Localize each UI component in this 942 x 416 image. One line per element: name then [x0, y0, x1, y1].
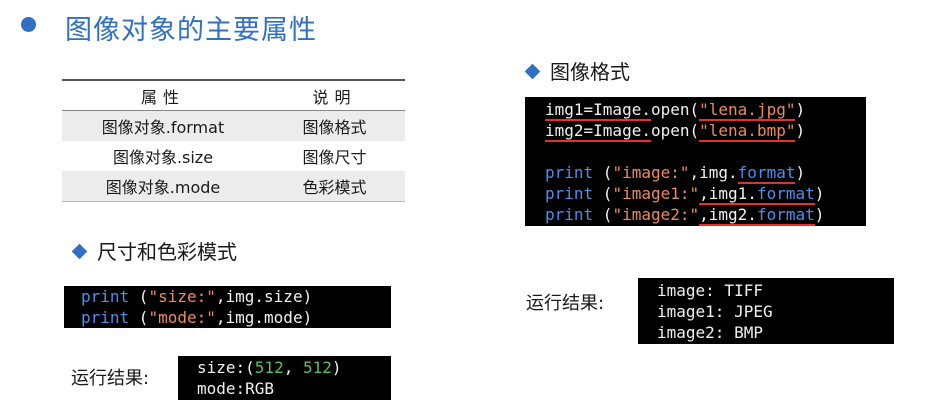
output-block-format: image: TIFF image1: JPEG image2: BMP: [638, 278, 894, 344]
code-keyword: print: [81, 308, 130, 327]
code-string: "lena.jpg": [699, 100, 796, 121]
title-bullet-icon: [21, 17, 36, 32]
section-heading-text: 图像格式: [550, 60, 630, 84]
section-heading-text: 尺寸和色彩模式: [97, 240, 237, 264]
cell-description: 图像格式: [264, 110, 405, 141]
output-line: image1: JPEG: [657, 302, 773, 321]
code-block-size-mode: print ("size:",img.size) print ("mode:",…: [64, 286, 391, 328]
cell-description: 图像尺寸: [302, 148, 367, 167]
header-description: 说明: [312, 87, 357, 107]
code-keyword: print: [545, 184, 594, 203]
code-keyword: print: [81, 287, 130, 306]
section-heading-format: 图像格式: [524, 56, 630, 85]
code-string: "lena.bmp": [699, 121, 796, 142]
code-string: "image:": [612, 163, 690, 182]
cell-attribute: 图像对象.size: [112, 148, 214, 167]
table-row: 图像对象.size 图像尺寸: [62, 141, 405, 171]
page-title: 图像对象的主要属性: [65, 15, 317, 46]
run-result-label: 运行结果:: [526, 293, 605, 314]
output-number: 512: [302, 358, 332, 377]
cell-attribute: 图像对象.format: [62, 110, 264, 141]
section-heading-size-mode: 尺寸和色彩模式: [71, 236, 237, 265]
table-row: 图像对象.format 图像格式: [62, 110, 405, 141]
cell-attribute: 图像对象.mode: [62, 171, 264, 202]
code-keyword: print: [545, 163, 594, 182]
attribute-table: 属性 说明 图像对象.format 图像格式 图像对象.size 图像尺寸 图像…: [62, 79, 405, 202]
run-result-label: 运行结果:: [71, 368, 150, 389]
code-string: "image2:": [612, 205, 700, 224]
output-number: 512: [254, 358, 284, 377]
diamond-bullet-icon: [524, 63, 541, 80]
code-string: "mode:": [148, 308, 216, 327]
code-string: "image1:": [612, 184, 700, 203]
code-string: "size:": [148, 287, 216, 306]
output-line: image2: BMP: [657, 323, 763, 342]
output-block-size-mode: size:(512, 512) mode:RGB: [178, 356, 391, 400]
output-line: image: TIFF: [657, 281, 763, 300]
header-attribute: 属性: [140, 87, 185, 107]
code-keyword: print: [545, 205, 594, 224]
diamond-bullet-icon: [71, 243, 88, 260]
cell-description: 色彩模式: [264, 171, 405, 202]
table-header-row: 属性 说明: [62, 80, 405, 111]
code-block-format: img1=Image.open("lena.jpg") img2=Image.o…: [525, 97, 866, 226]
table-row: 图像对象.mode 色彩模式: [62, 171, 405, 202]
